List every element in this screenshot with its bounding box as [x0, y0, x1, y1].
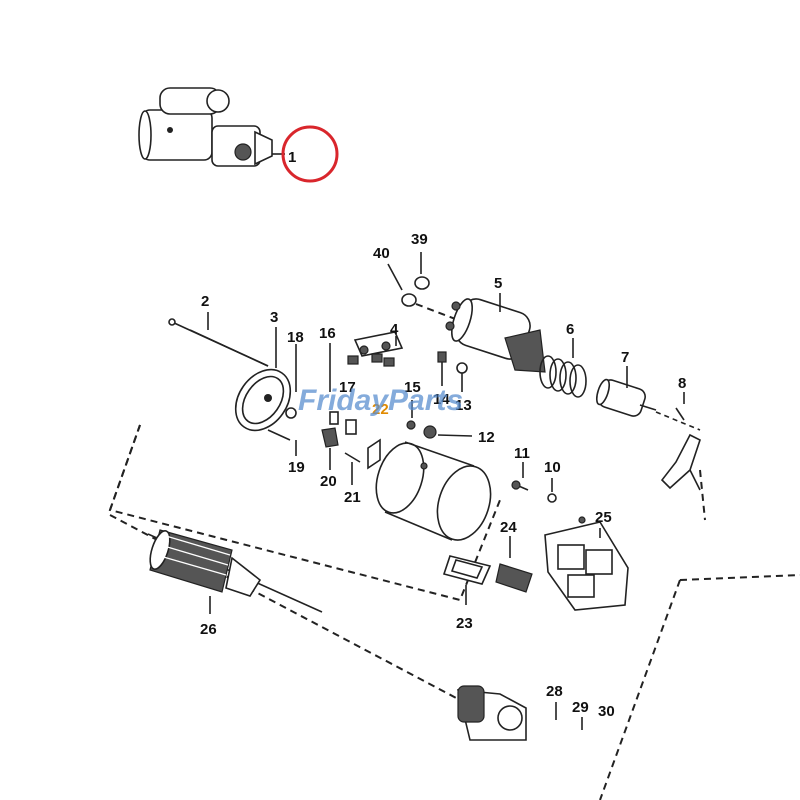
callout-10: 10 [544, 459, 561, 476]
end-plate [234, 368, 292, 432]
watermark-text: FridayParts [298, 384, 463, 417]
callout-2: 2 [201, 293, 209, 310]
callout-20: 20 [320, 473, 337, 490]
callout-14: 14 [433, 391, 450, 408]
callout-6: 6 [566, 321, 574, 338]
brush-spring-24 [495, 563, 533, 593]
callout-1: 1 [288, 149, 296, 166]
callout-5: 5 [494, 275, 502, 292]
callout-21: 21 [344, 489, 361, 506]
washer-10 [547, 493, 557, 503]
starter-assembly-thumbnail [138, 87, 285, 167]
nut-12 [423, 425, 437, 439]
callout-25: 25 [595, 509, 612, 526]
brush-holder-25 [544, 516, 629, 611]
washer-40 [401, 293, 417, 307]
callout-13: 13 [455, 397, 472, 414]
callout-24: 24 [500, 519, 517, 536]
callout-15: 15 [404, 379, 421, 396]
callout-28: 28 [546, 683, 563, 700]
callout-8: 8 [678, 375, 686, 392]
screw-15 [406, 420, 416, 430]
callout-3: 3 [270, 309, 278, 326]
callout-23: 23 [456, 615, 473, 632]
through-bolt [168, 318, 269, 367]
callout-16: 16 [319, 325, 336, 342]
plunger [595, 378, 657, 417]
callout-12: 12 [478, 429, 495, 446]
armature [147, 529, 323, 613]
watermark: FridayParts [298, 384, 463, 417]
washer-39 [414, 276, 430, 290]
callout-7: 7 [621, 349, 629, 366]
drive-gear-assembly [456, 685, 527, 741]
field-frame-housing [375, 441, 492, 541]
small-hardware [267, 344, 381, 485]
callout-11: 11 [514, 445, 530, 462]
shift-fork [660, 407, 701, 491]
solenoid [445, 298, 546, 373]
callout-numbers: 1 2 3 4 5 6 7 8 10 11 12 13 14 15 16 17 … [200, 149, 686, 720]
brush-plate [347, 331, 404, 367]
callout-19: 19 [288, 459, 305, 476]
screw-11 [511, 480, 529, 491]
callout-17: 17 [339, 379, 356, 396]
brush-23 [442, 555, 492, 585]
armature-group-boundary [108, 424, 501, 602]
callout-39: 39 [411, 231, 428, 248]
callout-29: 29 [572, 699, 589, 716]
callout-30: 30 [598, 703, 615, 720]
callout-26: 26 [200, 621, 217, 638]
callout-18: 18 [287, 329, 304, 346]
washer-13 [456, 362, 468, 374]
callout-22: 22 [372, 401, 389, 418]
callout-40: 40 [373, 245, 390, 262]
return-spring [539, 355, 587, 398]
callout-4: 4 [390, 321, 399, 338]
terminal-nut-14 [437, 351, 447, 363]
part-1-highlight-circle [281, 125, 339, 183]
